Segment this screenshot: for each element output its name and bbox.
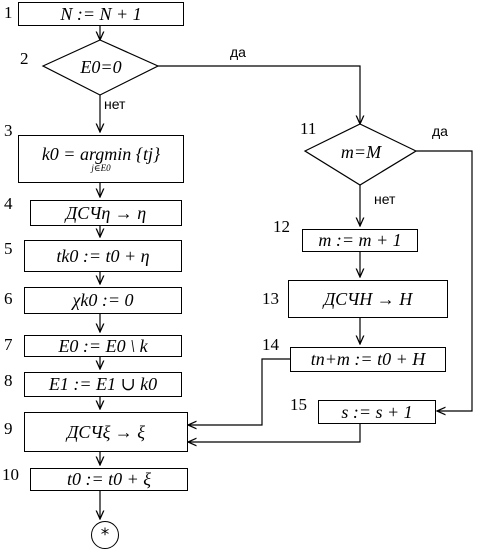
argmin-expression: k0 = argmin {tj} j∈E0 [42, 145, 160, 173]
process-block-6: χk0 := 0 [24, 287, 182, 314]
argmin-subscript: j∈E0 [91, 163, 111, 173]
block-number-10: 10 [2, 465, 19, 484]
process-block-12: m := m + 1 [302, 229, 418, 252]
decision-text-11: m=M [320, 140, 402, 164]
process-block-1: N := N + 1 [18, 2, 184, 26]
block-number-15: 15 [290, 395, 307, 414]
block-number-7: 7 [4, 335, 13, 354]
block-number-2: 2 [20, 49, 29, 68]
process-block-5: tk0 := t0 + η [24, 240, 182, 272]
block-number-12: 12 [273, 217, 290, 236]
block-number-6: 6 [4, 289, 13, 308]
label-no-2: нет [104, 96, 126, 112]
block-text-7: E0 := E0 \ k [58, 335, 148, 356]
wire-15-9 [188, 424, 361, 442]
terminator-connector: * [91, 521, 119, 549]
process-block-8: E1 := E1 ∪ k0 [24, 372, 182, 397]
block-number-1: 1 [4, 3, 13, 22]
block-text-10: t0 := t0 + ξ [67, 469, 151, 489]
block-text-13: ДСЧН → Н [323, 288, 413, 309]
block-number-8: 8 [4, 371, 13, 390]
process-block-13: ДСЧН → Н [288, 280, 448, 318]
block-text-12: m := m + 1 [318, 230, 402, 250]
label-yes-11: да [432, 123, 448, 139]
block-text-1: N := N + 1 [60, 3, 142, 24]
block-text-5: tk0 := t0 + η [56, 245, 150, 266]
block-number-3: 3 [4, 121, 13, 140]
label-no-11: нет [374, 191, 396, 207]
process-block-9: ДСЧξ → ξ [24, 412, 188, 452]
process-block-4: ДСЧη → η [30, 200, 182, 226]
process-block-7: E0 := E0 \ k [24, 335, 182, 357]
block-text-9: ДСЧξ → ξ [66, 421, 146, 442]
block-text-6: χk0 := 0 [72, 290, 134, 310]
block-text-2: E0=0 [80, 56, 122, 77]
process-block-10: t0 := t0 + ξ [30, 468, 188, 491]
block-number-5: 5 [4, 239, 13, 258]
process-block-15: s := s + 1 [318, 400, 436, 424]
wire-11-15-yes [416, 150, 473, 411]
block-number-11: 11 [300, 119, 317, 138]
label-yes-2: да [230, 44, 246, 60]
wire-2-11-yes [158, 65, 360, 124]
decision-text-2: E0=0 [60, 54, 142, 80]
block-number-4: 4 [4, 194, 13, 213]
block-text-11: m=M [340, 141, 382, 162]
decision-diamond-2 [41, 39, 160, 96]
decision-diamond-11 [303, 123, 418, 186]
process-block-14: tn+m := t0 + Н [290, 347, 446, 372]
process-block-3: k0 = argmin {tj} j∈E0 [18, 135, 184, 183]
block-text-8: E1 := E1 ∪ k0 [48, 374, 158, 394]
block-number-9: 9 [4, 419, 13, 438]
block-number-14: 14 [262, 335, 279, 354]
block-text-14: tn+m := t0 + Н [310, 349, 426, 369]
block-number-13: 13 [262, 289, 279, 308]
block-text-3: k0 = argmin {tj} [41, 144, 161, 164]
wire-14-9 [188, 358, 290, 425]
terminator-symbol: * [100, 525, 110, 545]
block-text-4: ДСЧη → η [65, 202, 147, 223]
block-text-15: s := s + 1 [341, 401, 413, 422]
